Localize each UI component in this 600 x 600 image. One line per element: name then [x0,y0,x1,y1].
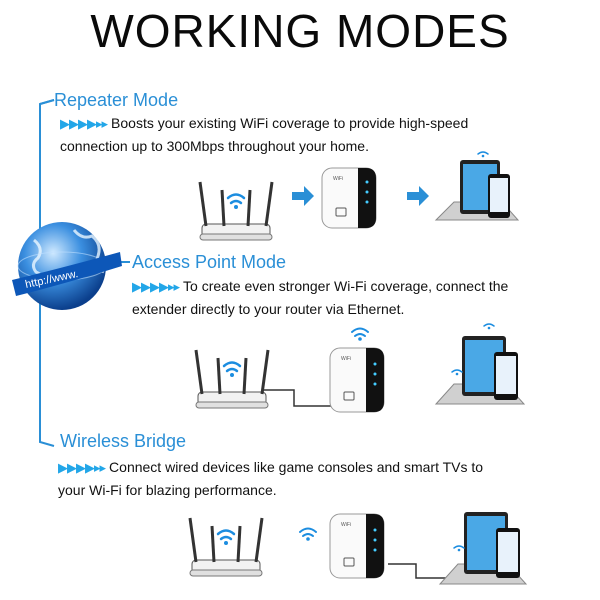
svg-text:WiFi: WiFi [341,356,351,362]
extender-icon: WiFi [329,347,385,413]
mode-description-access-point: ▶▶▶▶▸▸To create even stronger Wi-Fi cove… [132,278,509,317]
right-arrow-icon [407,186,429,206]
globe-icon: http://www. [12,222,122,310]
svg-text:WiFi: WiFi [333,176,343,182]
router-icon [188,517,264,577]
mode-title-wireless-bridge: Wireless Bridge [60,431,187,451]
page-title: WORKING MODES [90,5,510,57]
right-arrow-icon [292,186,314,206]
mode-description-repeater: ▶▶▶▶▸▸Boosts your existing WiFi coverage… [60,115,469,154]
mode-description-wireless-bridge: ▶▶▶▶▸▸Connect wired devices like game co… [58,459,484,498]
ethernet-cable [388,563,454,579]
router-icon [194,349,270,409]
wifi-icon [351,327,369,341]
arrow-bullets: ▶▶▶▶▸▸ [60,116,108,131]
svg-text:WiFi: WiFi [341,522,351,528]
extender-icon: WiFi [321,167,377,229]
wifi-icon [299,527,317,541]
extender-icon: WiFi [329,513,385,579]
mode-title-repeater: Repeater Mode [54,90,179,110]
router-icon [198,181,274,241]
client-devices-icon [434,323,526,405]
mode-title-access-point: Access Point Mode [132,252,287,272]
arrow-bullets: ▶▶▶▶▸▸ [58,460,106,475]
client-devices-icon [438,512,528,585]
client-devices-icon [434,151,520,221]
arrow-bullets: ▶▶▶▶▸▸ [132,279,180,294]
